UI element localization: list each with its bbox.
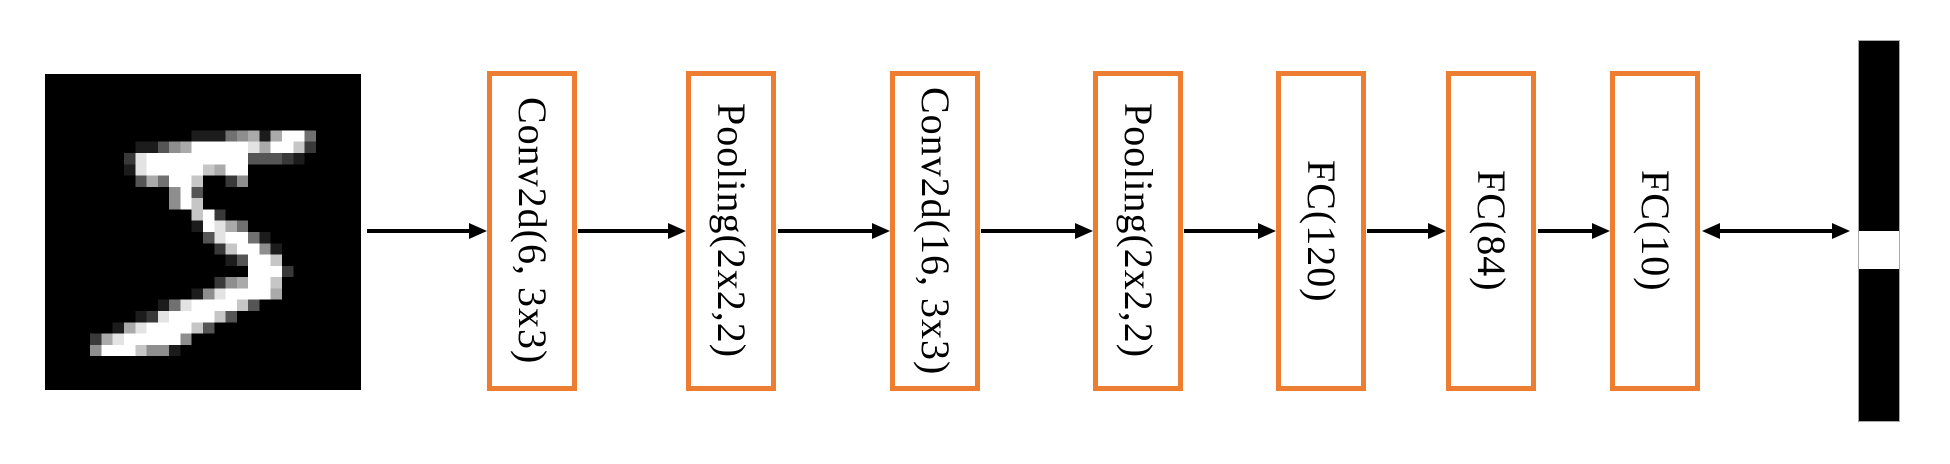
arrow-shaft — [1184, 229, 1262, 233]
input-digit-image — [45, 74, 361, 390]
arrow-shaft — [1716, 229, 1836, 233]
arrowhead-icon — [469, 223, 487, 239]
output-cell-9 — [1859, 383, 1899, 421]
layer-label-pool1: Pooling(2x2,2) — [709, 103, 754, 359]
layer-label-fc1: FC(120) — [1299, 159, 1344, 303]
arrow-input-to-conv1 — [366, 221, 487, 241]
layer-label-fc3: FC(10) — [1633, 170, 1678, 292]
layer-box-fc2: FC(84) — [1446, 71, 1536, 391]
arrow-shaft — [1367, 229, 1432, 233]
arrow-conv2-to-pool2 — [980, 221, 1093, 241]
layer-label-fc2: FC(84) — [1469, 170, 1514, 292]
output-cell-5 — [1859, 231, 1899, 269]
layer-box-conv2: Conv2d(16, 3x3) — [890, 71, 980, 391]
layer-box-fc3: FC(10) — [1610, 71, 1700, 391]
output-cell-0 — [1859, 41, 1899, 79]
arrow-shaft — [778, 229, 876, 233]
arrow-fc1-to-fc2 — [1366, 221, 1446, 241]
layer-label-conv1: Conv2d(6, 3x3) — [510, 97, 555, 365]
arrow-pool2-to-fc1 — [1183, 221, 1276, 241]
arrowhead-icon — [1702, 223, 1720, 239]
output-cell-4 — [1859, 193, 1899, 231]
output-cell-2 — [1859, 117, 1899, 155]
output-vector-bar — [1858, 40, 1900, 422]
layer-box-conv1: Conv2d(6, 3x3) — [487, 71, 577, 391]
output-cell-8 — [1859, 345, 1899, 383]
arrow-shaft — [1538, 229, 1596, 233]
arrow-pool1-to-conv2 — [777, 221, 890, 241]
arrowhead-icon — [1428, 223, 1446, 239]
arrowhead-icon — [1258, 223, 1276, 239]
arrow-shaft — [367, 229, 473, 233]
output-cell-1 — [1859, 79, 1899, 117]
arrowhead-icon — [1592, 223, 1610, 239]
output-cell-7 — [1859, 307, 1899, 345]
output-cell-6 — [1859, 269, 1899, 307]
arrowhead-icon — [1075, 223, 1093, 239]
arrowhead-icon — [668, 223, 686, 239]
layer-box-pool1: Pooling(2x2,2) — [686, 71, 776, 391]
layer-label-pool2: Pooling(2x2,2) — [1116, 103, 1161, 359]
layer-box-fc1: FC(120) — [1276, 71, 1366, 391]
arrow-fc2-to-fc3 — [1537, 221, 1610, 241]
arrow-fc3-to-output — [1702, 221, 1850, 241]
arrowhead-icon — [1832, 223, 1850, 239]
layer-box-pool2: Pooling(2x2,2) — [1093, 71, 1183, 391]
arrowhead-icon — [872, 223, 890, 239]
arrow-conv1-to-pool1 — [577, 221, 686, 241]
layer-label-conv2: Conv2d(16, 3x3) — [913, 86, 958, 376]
arrow-shaft — [578, 229, 672, 233]
output-cell-3 — [1859, 155, 1899, 193]
arrow-shaft — [981, 229, 1079, 233]
